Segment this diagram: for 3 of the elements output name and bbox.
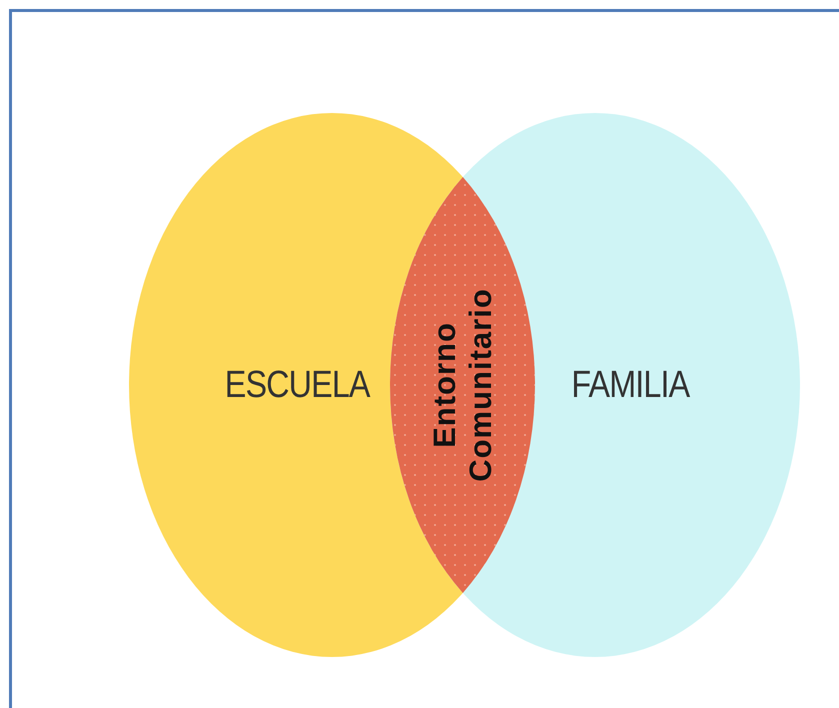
circle-label: FAMILIA	[571, 364, 689, 406]
overlap-label: Entorno Comunitario	[427, 288, 499, 482]
circle-label: ESCUELA	[224, 364, 370, 406]
